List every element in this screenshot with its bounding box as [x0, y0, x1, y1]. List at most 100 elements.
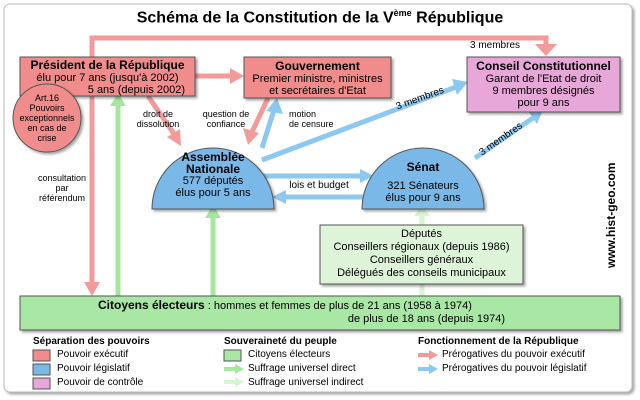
label-confiance-line: confiance: [206, 119, 246, 129]
conseil-box: [466, 56, 621, 113]
conseil-text: Conseil Constitutionnel Garant de l'Etat…: [467, 59, 620, 109]
label-dissolution: droit de dissolution: [128, 109, 188, 129]
legend-arrow-head-legislatif: [429, 364, 438, 374]
assemblee-text: Assemblée Nationale 577 députés élus pou…: [152, 151, 274, 199]
gouvernement-box: [243, 56, 392, 99]
legend-swatch-citoyens: [223, 349, 242, 362]
arrow-head-president-gouvernement: [230, 68, 244, 84]
arrow-head-lois-right: [360, 169, 374, 183]
label-censure: motion de censure: [289, 109, 334, 129]
title-sup: ème: [393, 8, 412, 18]
legend-swatch-legislatif: [32, 363, 51, 376]
label-confiance-line: question de: [202, 109, 250, 119]
label-3-membres-top: 3 membres: [470, 40, 521, 51]
legend-executif-label: Pouvoir exécutif: [57, 349, 129, 360]
legend-controle-label: Pouvoir de contrôle: [57, 377, 144, 388]
arrow-head-suffrage-president: [110, 93, 126, 106]
label-referendum-line: référendum: [38, 193, 86, 203]
assemblee-title1: Assemblée: [181, 150, 245, 164]
label-referendum-line: consultation: [37, 173, 87, 183]
label-dissolution-line: droit de: [142, 109, 174, 119]
label-censure-line: de censure: [289, 119, 334, 129]
citoyens-text1: hommes et femmes de plus de 21 ans (1958…: [213, 300, 472, 312]
arrow-head-assemblee-conseil: [452, 79, 468, 95]
label-lois-budget: lois et budget: [289, 180, 349, 191]
grands-electeurs-line: Délégués des conseils municipaux: [337, 267, 506, 279]
art16-circle: [12, 83, 82, 153]
president-text: Président de la République élu pour 7 an…: [20, 58, 195, 96]
arrow-head-indirect-senat: [414, 205, 430, 216]
label-referendum-line: par: [55, 183, 69, 193]
assemblee-dome: [151, 147, 275, 210]
art16-line: Pouvoirs: [29, 103, 65, 113]
label-dissolution-line: dissolution: [136, 119, 180, 129]
president-title: Président de la République: [30, 58, 185, 72]
assemblee-title2: Nationale: [185, 162, 240, 176]
label-censure-line: motion: [289, 109, 317, 119]
senat-line1: 321 Sénateurs: [387, 180, 459, 192]
senat-dome: [361, 147, 485, 210]
legend-arrow-head-indirect: [235, 377, 244, 387]
citoyens-sep: :: [204, 300, 214, 312]
president-line2: 5 ans (depuis 2002): [87, 84, 185, 96]
grands-electeurs-line: Conseillers généraux: [369, 254, 474, 266]
legend-separation-title: Séparation des pouvoirs: [33, 336, 150, 347]
legend-fonctionnement-title: Fonctionnement de la République: [418, 336, 579, 347]
gouvernement-line2: et secrétaires d'Etat: [269, 85, 366, 97]
conseil-line2: 9 membres désignés: [492, 85, 595, 97]
gouvernement-line1: Premier ministre, ministres: [252, 73, 383, 85]
citoyens-box: [19, 295, 621, 331]
arrow-head-confiance: [243, 128, 259, 145]
art16-line: crise: [37, 133, 57, 143]
diagram-title: Schéma de la Constitution de la Vème Rép…: [0, 8, 640, 27]
legend-legislatif-label: Pouvoir législatif: [57, 363, 130, 374]
legend-swatch-executif: [32, 349, 51, 362]
arrow-head-censure: [266, 98, 283, 114]
grands-electeurs-text: Députés Conseillers régionaux (depuis 19…: [320, 228, 523, 280]
arrow-dissolution: [145, 94, 177, 136]
assemblee-line2: élus pour 5 ans: [175, 187, 251, 199]
legend-swatch-controle: [32, 377, 51, 390]
legend-direct-label: Suffrage universel direct: [248, 363, 356, 374]
legend-citoyens-label: Citoyens électeurs: [248, 349, 331, 360]
legend-souverainete-title: Souveraineté du peuple: [224, 336, 337, 347]
art16-line: en cas de: [27, 123, 67, 133]
art16-line: exceptionnels: [19, 113, 75, 123]
label-confiance: question de confiance: [196, 109, 256, 129]
president-line1: élu pour 7 ans (jusqu'à 2002): [36, 72, 179, 84]
label-referendum: consultation par référendum: [28, 173, 96, 203]
arrow-senat-conseil: [473, 115, 535, 161]
conseil-line3: pour 9 ans: [517, 97, 570, 109]
watermark-url: www.hist-geo.com: [604, 162, 618, 268]
grands-electeurs-line: Conseillers régionaux (depuis 1986): [333, 241, 510, 253]
gouvernement-text: Gouvernement Premier ministre, ministres…: [244, 59, 391, 97]
arrow-confiance: [249, 96, 271, 134]
grands-electeurs-box: [319, 224, 524, 285]
arrow-head-suffrage-assemblee: [205, 205, 221, 218]
legend-prerogatives-legislatif-label: Prérogatives du pouvoir législatif: [442, 363, 587, 374]
assemblee-line1: 577 députés: [182, 175, 244, 187]
arrow-head-president-conseil: [535, 44, 557, 56]
legend-arrow-head-direct: [235, 364, 244, 374]
arrow-head-dissolution: [167, 129, 181, 146]
grands-electeurs-line: Députés: [401, 228, 442, 240]
art16-text: Art.16 Pouvoirs exceptionnels en cas de …: [13, 93, 81, 143]
legend-indirect-label: Suffrage universel indirect: [248, 377, 364, 388]
citoyens-line2: de plus de 18 ans (depuis 1974): [347, 313, 505, 325]
senat-line2: élus pour 9 ans: [385, 192, 461, 204]
legend-arrow-head-executif: [429, 350, 438, 360]
legend-prerogatives-executif-label: Prérogatives du pouvoir exécutif: [442, 349, 585, 360]
arrow-head-referendum: [84, 282, 100, 296]
gouvernement-title: Gouvernement: [275, 59, 360, 73]
arrow-censure: [259, 109, 277, 149]
conseil-title: Conseil Constitutionnel: [476, 59, 611, 73]
arrow-president-conseil: [89, 35, 549, 57]
title-main: Schéma de la Constitution de la V: [136, 9, 394, 27]
arrow-assemblee-conseil: [261, 84, 457, 163]
citoyens-line1: Citoyens électeurs : hommes et femmes de…: [98, 299, 472, 313]
senat-text: Sénat 321 Sénateurs élus pour 9 ans: [362, 160, 484, 204]
arrow-head-budget-left: [272, 190, 286, 204]
arrow-head-senat-conseil: [528, 110, 543, 124]
